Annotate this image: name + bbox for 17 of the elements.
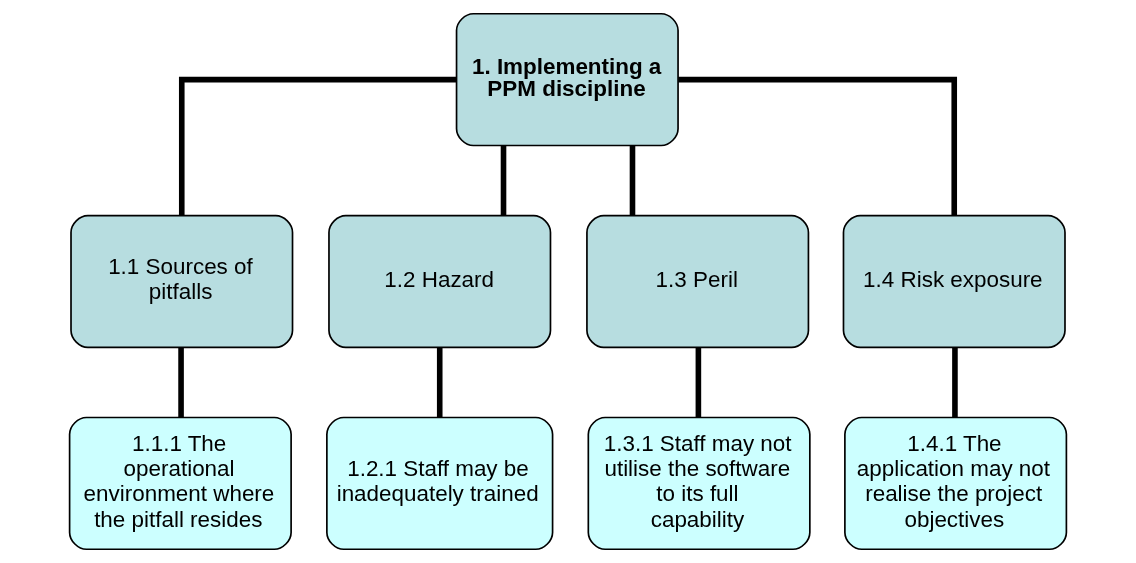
- node-box: 1.4.1 The application may not realise the project objectives: [844, 416, 1068, 551]
- connector: [178, 347, 184, 418]
- connector: [500, 145, 507, 216]
- node-box: 1.2 Hazard: [328, 214, 552, 349]
- connector: [695, 347, 702, 418]
- connector: [678, 76, 958, 216]
- connector: [178, 76, 457, 216]
- node-box: 1.4 Risk exposure: [842, 214, 1066, 349]
- connector: [952, 347, 958, 418]
- node-box: 1. Implementing a PPM discipline: [455, 12, 679, 147]
- node-box: 1.3.1 Staff may not utilise the software to its full capability: [587, 416, 811, 551]
- connector: [629, 145, 636, 216]
- connector: [436, 347, 443, 418]
- node-box: 1.2.1 Staff may be inadequately trained: [326, 416, 554, 551]
- node-box: 1.1.1 The operational environment where the pitfall resides: [68, 416, 292, 551]
- node-box: 1.3 Peril: [586, 214, 810, 349]
- node-box: 1.1 Sources of pitfalls: [70, 214, 294, 349]
